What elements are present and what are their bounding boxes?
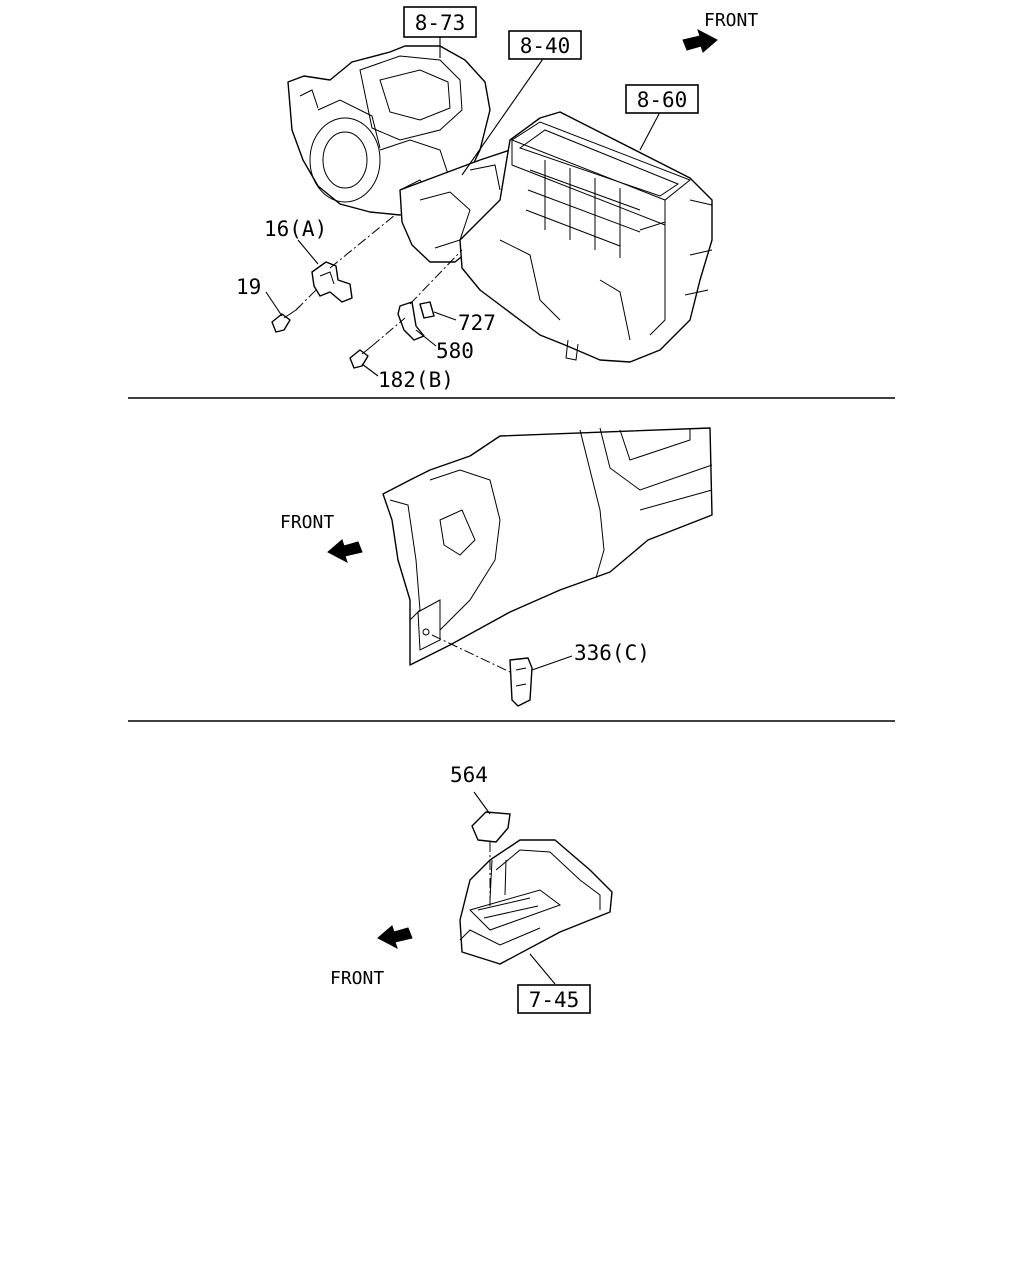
alignment-line-19 bbox=[295, 287, 319, 311]
switch-cover-564-drawing bbox=[471, 811, 511, 843]
front-label-bottom: FRONT bbox=[330, 968, 384, 989]
leader-182b bbox=[361, 363, 379, 377]
console-drawing bbox=[459, 839, 613, 965]
ref-box-8-73 bbox=[403, 6, 477, 38]
leader-727 bbox=[433, 311, 457, 321]
front-label-top: FRONT bbox=[704, 10, 758, 31]
leader-336c bbox=[531, 655, 573, 671]
middle-section: FRONT 336(C) bbox=[280, 427, 713, 707]
ref-8-40-label: 8-40 bbox=[520, 34, 571, 58]
leader-580 bbox=[415, 329, 437, 347]
pad-727-drawing bbox=[419, 301, 435, 319]
bolt-19-drawing bbox=[271, 305, 301, 333]
part-label-16a: 16(A) bbox=[264, 217, 327, 241]
bolt-182b-drawing bbox=[349, 345, 373, 369]
bracket-16a-drawing bbox=[311, 261, 353, 303]
part-label-19: 19 bbox=[236, 275, 261, 299]
alignment-line-580 bbox=[409, 249, 463, 305]
part-label-182b: 182(B) bbox=[378, 368, 454, 392]
front-arrow-icon bbox=[377, 925, 413, 950]
part-label-564: 564 bbox=[450, 763, 488, 787]
part-label-580: 580 bbox=[436, 339, 474, 363]
leader-8-60 bbox=[639, 111, 661, 151]
heater-unit-drawing bbox=[459, 111, 713, 363]
part-label-336c: 336(C) bbox=[574, 641, 650, 665]
leader-16a bbox=[297, 239, 319, 265]
alignment-line-182b bbox=[371, 317, 406, 347]
front-arrow-icon bbox=[327, 539, 363, 564]
alignment-line-16a bbox=[329, 214, 396, 269]
front-arrow-icon bbox=[682, 28, 718, 53]
leader-564 bbox=[473, 791, 491, 815]
ref-box-7-45 bbox=[517, 984, 591, 1014]
ref-box-8-60 bbox=[625, 84, 699, 114]
front-label-middle: FRONT bbox=[280, 512, 334, 533]
ref-7-45-label: 7-45 bbox=[529, 988, 580, 1012]
ref-box-8-40 bbox=[508, 30, 582, 60]
instrument-panel-drawing bbox=[382, 427, 713, 666]
leader-19 bbox=[265, 291, 283, 317]
ref-8-60-label: 8-60 bbox=[637, 88, 688, 112]
top-section: 8-73 8-40 8-60 FRONT 16(A) 19 727 580 18… bbox=[236, 6, 758, 392]
ref-8-73-label: 8-73 bbox=[415, 11, 466, 35]
leader-8-40 bbox=[461, 55, 546, 176]
part-label-727: 727 bbox=[458, 311, 496, 335]
leader-7-45 bbox=[529, 953, 556, 985]
bracket-336c-drawing bbox=[509, 657, 533, 707]
bottom-section: 7-45 564 FRONT bbox=[330, 763, 613, 1014]
alignment-line-336c bbox=[431, 634, 511, 673]
